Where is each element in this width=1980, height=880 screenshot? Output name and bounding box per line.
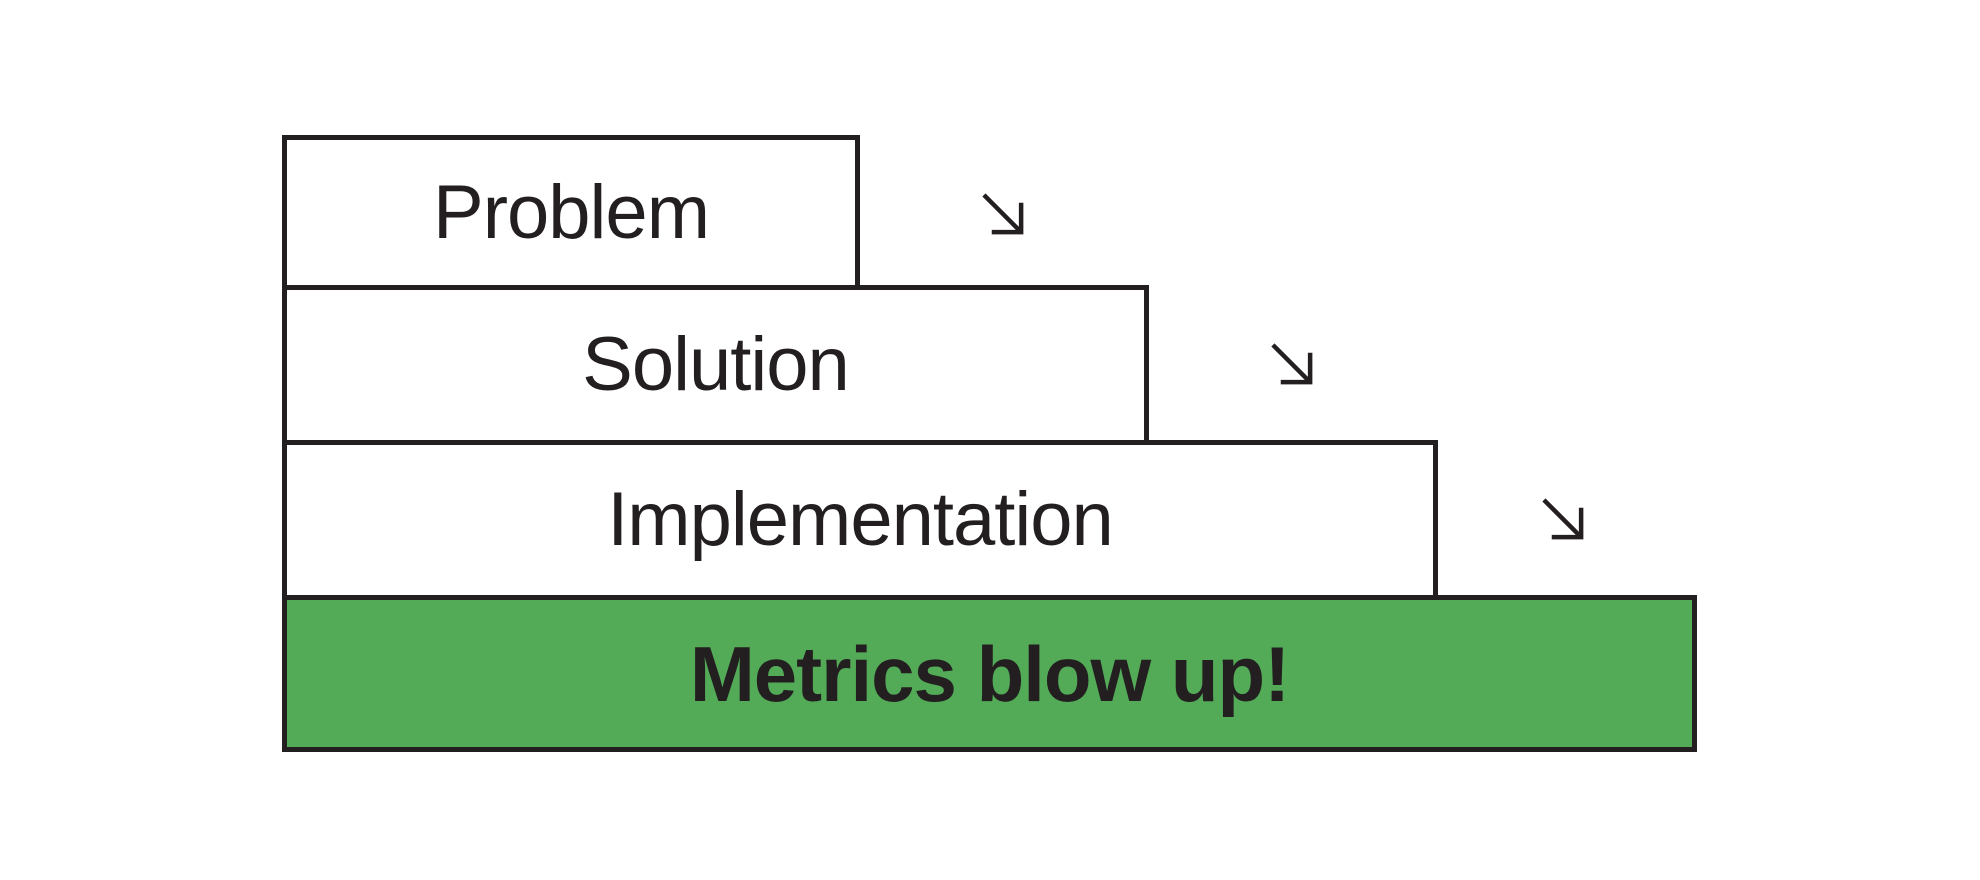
down-right-arrow-icon bbox=[1269, 341, 1316, 388]
step-label-problem: Problem bbox=[433, 169, 710, 255]
step-box-problem: Problem bbox=[282, 135, 860, 290]
step-box-solution: Solution bbox=[282, 285, 1149, 445]
step-box-implementation: Implementation bbox=[282, 440, 1438, 600]
result-label: Metrics blow up! bbox=[689, 629, 1290, 718]
step-label-solution: Solution bbox=[582, 322, 850, 407]
down-right-arrow-icon bbox=[1540, 496, 1587, 543]
step-label-implementation: Implementation bbox=[607, 477, 1114, 562]
down-right-arrow-icon bbox=[980, 191, 1027, 238]
result-box-metrics-blow-up: Metrics blow up! bbox=[282, 595, 1697, 752]
